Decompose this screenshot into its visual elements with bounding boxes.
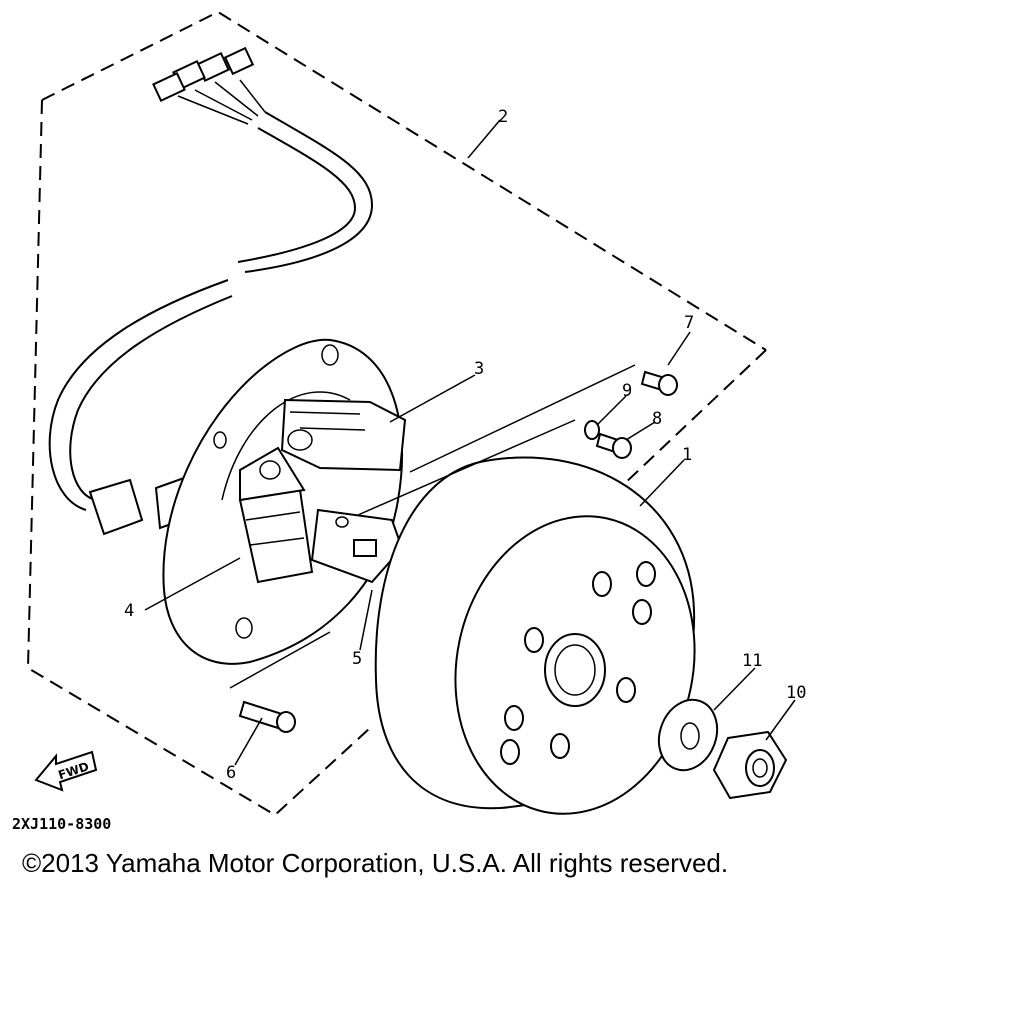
flange-nut bbox=[712, 730, 788, 800]
callout-5: 5 bbox=[352, 649, 362, 669]
callout-1: 1 bbox=[682, 445, 692, 465]
callout-4: 4 bbox=[124, 601, 134, 621]
washer bbox=[657, 698, 719, 772]
callout-10: 10 bbox=[786, 683, 806, 703]
drawing-code: 2XJ110-8300 bbox=[12, 815, 111, 833]
screw-6 bbox=[238, 700, 296, 733]
callout-8: 8 bbox=[652, 409, 662, 429]
washer-9 bbox=[584, 420, 600, 440]
callout-2: 2 bbox=[498, 107, 508, 127]
assembly-outline bbox=[26, 10, 767, 817]
wire-harness bbox=[48, 46, 374, 536]
screw-7 bbox=[640, 370, 678, 396]
charging-coil bbox=[310, 508, 404, 584]
pulser-coil bbox=[238, 446, 314, 584]
forward-direction-arrow: FWD bbox=[34, 750, 98, 792]
callout-6: 6 bbox=[226, 763, 236, 783]
screw-8 bbox=[595, 432, 632, 459]
callout-9: 9 bbox=[622, 381, 632, 401]
leader-lines bbox=[144, 119, 796, 766]
callout-7: 7 bbox=[684, 313, 694, 333]
source-coil bbox=[280, 398, 407, 472]
callout-3: 3 bbox=[474, 359, 484, 379]
copyright-notice: ©2013 Yamaha Motor Corporation, U.S.A. A… bbox=[22, 848, 729, 878]
callout-labels: 1 2 3 4 5 6 7 8 9 10 11 bbox=[124, 107, 806, 783]
flywheel-rotor bbox=[374, 456, 696, 815]
callout-11: 11 bbox=[742, 651, 762, 671]
